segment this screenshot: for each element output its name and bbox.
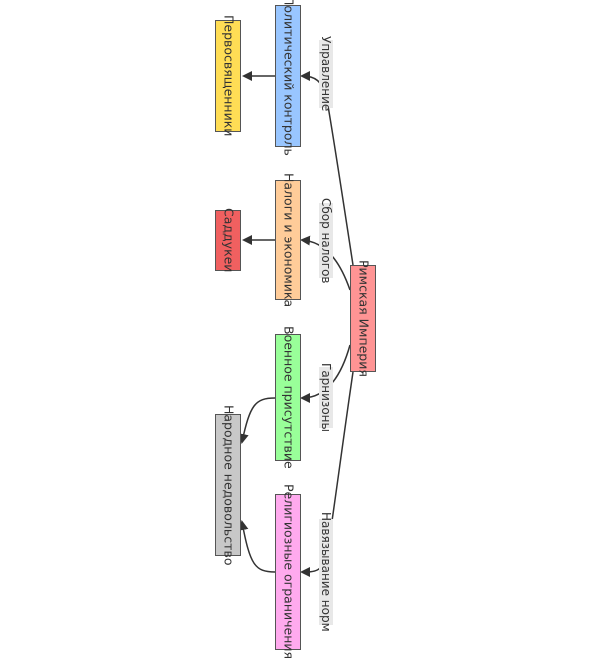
edge-rome-political	[300, 71, 354, 266]
node-religion[interactable]: Религиозные ограничения	[275, 484, 301, 660]
edge-religion-discontent	[238, 520, 276, 573]
node-discontent-label: Народное недовольство	[221, 404, 237, 566]
edge-label-rome-religion-text: Навязывание норм	[319, 512, 333, 632]
edge-label-rome-economy: Сбор налогов	[319, 198, 333, 283]
node-military-label: Военное присутствие	[281, 326, 297, 469]
node-political[interactable]: Политический контроль	[275, 0, 301, 156]
edge-label-rome-political: Управление	[319, 36, 333, 112]
node-rome-label: Римская Империя	[356, 260, 372, 377]
node-discontent[interactable]: Народное недовольство	[215, 405, 241, 565]
node-political-label: Политический контроль	[281, 0, 297, 156]
edge-rome-military	[300, 344, 351, 403]
edge-label-rome-religion: Навязывание норм	[319, 512, 333, 632]
edge-label-rome-military: Гарнизоны	[319, 363, 333, 432]
node-religion-label: Религиозные ограничения	[281, 484, 297, 660]
edge-label-rome-military-text: Гарнизоны	[319, 363, 333, 432]
edge-military-discontent	[238, 397, 276, 444]
node-economy[interactable]: Налоги и экономика	[275, 173, 301, 307]
edge-label-rome-economy-text: Сбор налогов	[319, 197, 333, 284]
node-priests[interactable]: Первосвященники	[215, 15, 241, 137]
node-military[interactable]: Военное присутствие	[275, 326, 301, 469]
node-priests-label: Первосвященники	[221, 15, 237, 137]
node-sadducees[interactable]: Саддукеи	[215, 208, 241, 273]
node-sadducees-label: Саддукеи	[221, 208, 237, 273]
edge-label-rome-political-text: Управление	[319, 36, 333, 112]
node-rome[interactable]: Римская Империя	[350, 260, 376, 377]
node-economy-label: Налоги и экономика	[281, 172, 297, 308]
edge-rome-economy	[300, 235, 351, 291]
